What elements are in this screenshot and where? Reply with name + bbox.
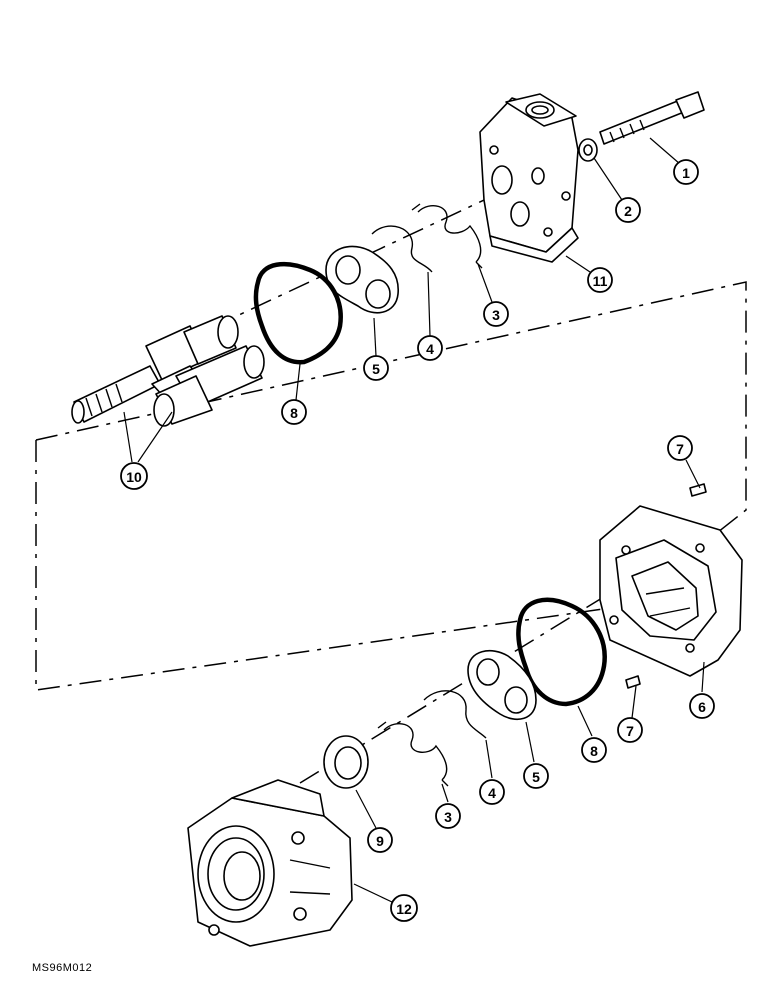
callout-11-label: 11: [593, 273, 608, 289]
callout-3-upper: 3: [483, 301, 509, 327]
mounting-flange-part: [187, 779, 353, 947]
callout-9: 9: [367, 827, 393, 853]
wire-seal-lower-part: [377, 721, 449, 787]
callout-4-upper: 4: [417, 335, 443, 361]
wire-seal-upper-part: [411, 203, 483, 269]
callout-2-label: 2: [624, 203, 632, 219]
figure-code: MS96M012: [32, 962, 93, 974]
callout-12-label: 12: [396, 901, 412, 917]
backup-seal-lower-part: [423, 690, 487, 739]
callout-5-lower: 5: [523, 763, 549, 789]
shaft-seal-part: [323, 735, 369, 789]
callout-8-upper-label: 8: [290, 405, 298, 421]
callout-8-lower-label: 8: [590, 743, 598, 759]
gear-shafts-part: [71, 315, 265, 427]
callout-1-label: 1: [682, 165, 690, 181]
callout-1: 1: [673, 159, 699, 185]
callout-7-upper-label: 7: [676, 441, 684, 457]
callout-5-upper: 5: [363, 355, 389, 381]
callout-7-lower-label: 7: [626, 723, 634, 739]
callout-5-upper-label: 5: [372, 361, 380, 377]
bolt-part: [599, 91, 705, 145]
callout-9-label: 9: [376, 833, 384, 849]
callout-11: 11: [587, 267, 613, 293]
callout-6-label: 6: [698, 699, 706, 715]
seal-ring-upper-part: [253, 261, 343, 365]
assembly-boundary-dashed: [35, 281, 747, 541]
callout-10-label: 10: [126, 469, 142, 485]
pump-body-part: [599, 505, 743, 677]
callout-4-upper-label: 4: [426, 341, 434, 357]
callout-5-lower-label: 5: [532, 769, 540, 785]
assembly-boundary-dashed-lower: [35, 440, 611, 691]
callout-7-lower: 7: [617, 717, 643, 743]
callout-4-lower-label: 4: [488, 785, 496, 801]
dowel-pin-lower-part: [625, 675, 641, 689]
callout-4-lower: 4: [479, 779, 505, 805]
washer-part: [578, 138, 598, 162]
callout-12: 12: [390, 894, 418, 922]
callout-2: 2: [615, 197, 641, 223]
backup-seal-upper-part: [371, 225, 433, 273]
callout-3-lower-label: 3: [444, 809, 452, 825]
callout-8-upper: 8: [281, 399, 307, 425]
callout-8-lower: 8: [581, 737, 607, 763]
wear-plate-upper-part: [325, 245, 399, 314]
callout-3-lower: 3: [435, 803, 461, 829]
callout-10: 10: [120, 462, 148, 490]
cover-body-part: [479, 93, 579, 263]
seal-ring-lower-part: [516, 597, 607, 707]
callout-3-upper-label: 3: [492, 307, 500, 323]
dowel-pin-upper-part: [689, 483, 707, 497]
callout-7-upper: 7: [667, 435, 693, 461]
wear-plate-lower-part: [467, 649, 537, 721]
callout-6: 6: [689, 693, 715, 719]
